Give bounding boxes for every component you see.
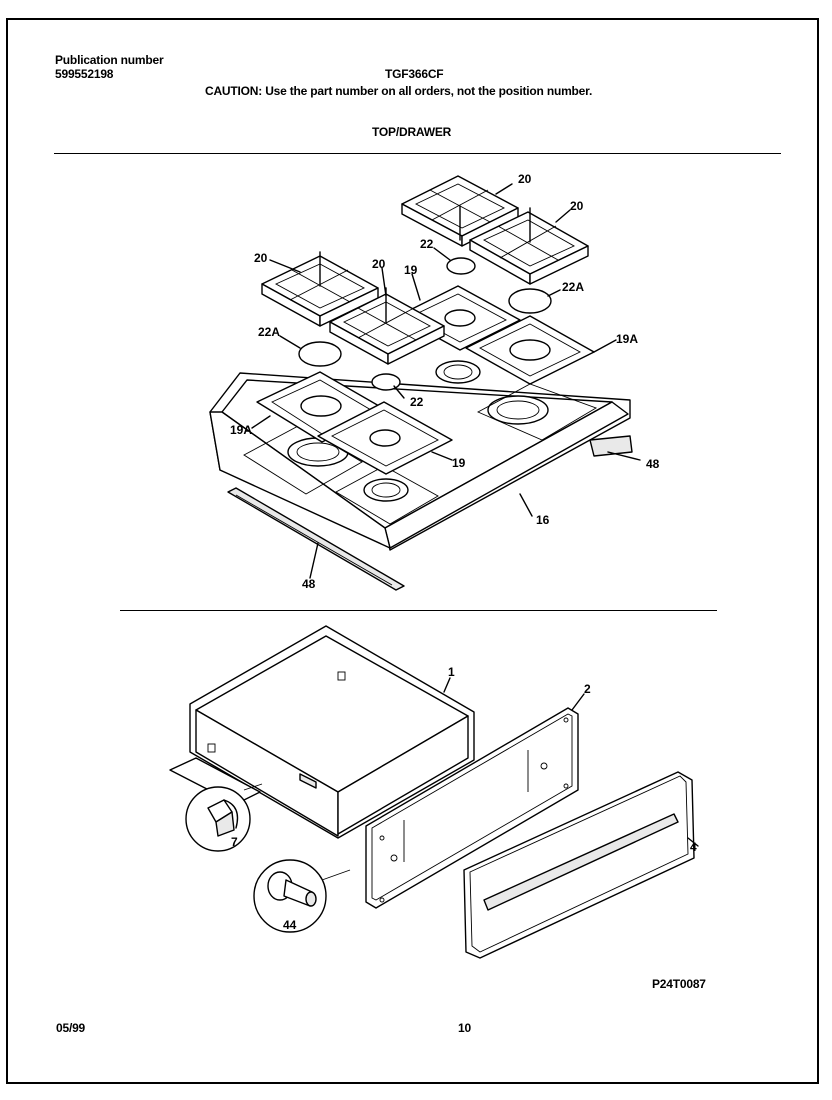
- page-border: [6, 18, 819, 1084]
- burner-pan-front: [317, 401, 453, 475]
- callout-cap-large-right: 22A: [562, 280, 584, 294]
- grate-left: [261, 251, 379, 327]
- callout-pan-front: 19: [452, 456, 466, 470]
- section-divider: [120, 610, 717, 611]
- callout-grate-rear: 20: [518, 172, 532, 186]
- callout-glide: 7: [231, 835, 238, 849]
- figure-code: P24T0087: [652, 977, 706, 991]
- callout-cooktop: 16: [536, 513, 550, 527]
- roller-detail-circle: [253, 859, 351, 933]
- callout-grate-left: 20: [254, 251, 268, 265]
- publication-number: 599552198: [55, 67, 114, 81]
- grate-right: [469, 207, 589, 285]
- burner-cap-large-left: [298, 341, 342, 367]
- callout-drawer-panel: 2: [584, 682, 591, 696]
- model-number: TGF366CF: [385, 67, 444, 81]
- callout-pan-rear: 19: [404, 263, 418, 277]
- section-title: TOP/DRAWER: [372, 125, 452, 139]
- callout-pan-large-right: 19A: [616, 332, 638, 346]
- callout-drawer-front: 4: [690, 840, 697, 854]
- callout-pan-large-left: 19A: [230, 423, 252, 437]
- callout-trim-front: 48: [302, 577, 316, 591]
- caution-note: CAUTION: Use the part number on all orde…: [205, 84, 593, 98]
- drawer-panel: [365, 707, 579, 909]
- callout-cap-rear: 22: [420, 237, 434, 251]
- callout-trim-right: 48: [646, 457, 660, 471]
- glide-detail-circle: [185, 783, 263, 852]
- publication-label: Publication number: [55, 53, 164, 67]
- callout-drawer-body: 1: [448, 665, 455, 679]
- callout-cap-large-left: 22A: [258, 325, 280, 339]
- drawer-front: [463, 771, 699, 959]
- callout-grate-center: 20: [372, 257, 386, 271]
- rear-trim-strip: [589, 435, 633, 457]
- footer-date: 05/99: [56, 1021, 86, 1035]
- burner-cap-small-front: [371, 373, 401, 391]
- burner-cap-large-right: [508, 288, 552, 314]
- burner-cap-small-rear: [446, 257, 476, 275]
- front-trim-strip: [227, 487, 405, 591]
- callout-cap-front: 22: [410, 395, 424, 409]
- drawer-body: [189, 625, 475, 839]
- page-number: 10: [458, 1021, 471, 1035]
- header-divider: [54, 153, 781, 154]
- callout-grate-right: 20: [570, 199, 584, 213]
- callout-roller: 44: [283, 918, 297, 932]
- grate-center: [329, 287, 445, 365]
